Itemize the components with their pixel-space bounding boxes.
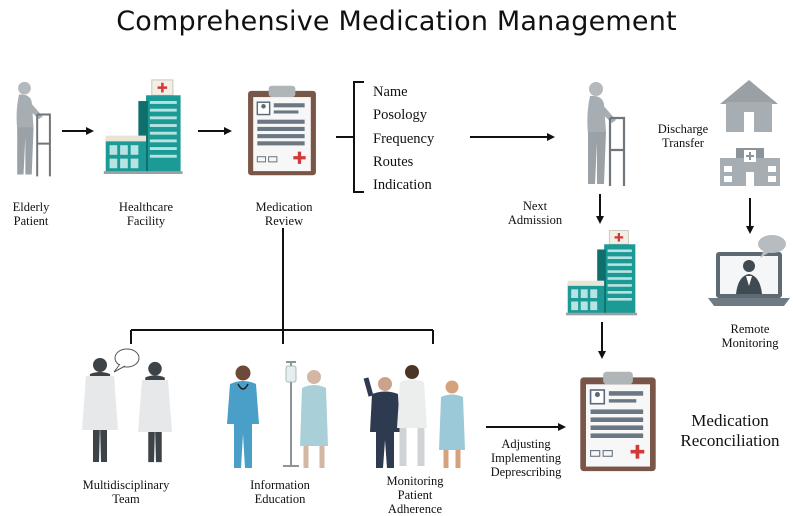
speech-bubble-icon bbox=[113, 348, 140, 373]
elderly-patient-icon-2 bbox=[586, 80, 626, 188]
review-item: Routes bbox=[373, 153, 414, 170]
review-item: Posology bbox=[373, 107, 427, 124]
clinic-icon bbox=[720, 148, 780, 186]
clipboard-icon bbox=[246, 83, 318, 178]
review-item: Indication bbox=[373, 177, 432, 194]
hospital-icon-2 bbox=[566, 229, 639, 316]
review-item: Name bbox=[373, 84, 408, 100]
list-bracket bbox=[353, 81, 364, 193]
doctor-icon-2 bbox=[138, 361, 172, 463]
doctor-icon-4 bbox=[397, 365, 427, 466]
nurse-icon bbox=[227, 365, 259, 468]
elderly-patient-icon bbox=[15, 80, 51, 178]
house-icon bbox=[720, 80, 778, 132]
review-item: Frequency bbox=[373, 130, 435, 147]
laptop-doctor-icon bbox=[708, 235, 790, 306]
review-items-list: Name Posology Frequency Routes Indicatio… bbox=[373, 81, 434, 197]
clipboard-icon-2 bbox=[580, 372, 655, 471]
patient-icon bbox=[300, 370, 328, 468]
doctor-icon-3 bbox=[363, 377, 400, 468]
iv-stand-icon bbox=[283, 361, 299, 467]
page-title: Comprehensive Medication Management bbox=[116, 6, 677, 37]
hospital-icon bbox=[102, 78, 184, 174]
doctor-icon bbox=[82, 358, 118, 462]
patient-icon-2 bbox=[439, 380, 465, 468]
